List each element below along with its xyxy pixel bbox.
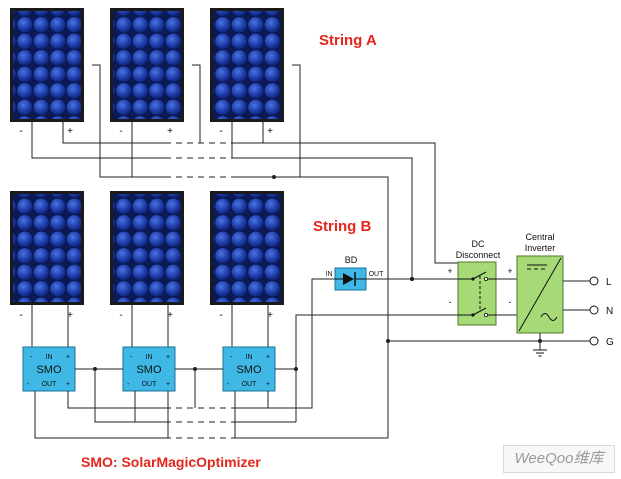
string-a-panels <box>10 8 284 122</box>
panel-b2-plus: + <box>167 310 173 321</box>
terminal-g <box>589 336 599 346</box>
svg-text:-: - <box>227 381 230 388</box>
panel-a1-plus: + <box>67 126 73 137</box>
smo-title: SMO <box>136 364 162 376</box>
smo-module-2: - IN + SMO - OUT + <box>122 346 176 392</box>
output-wiring <box>533 280 590 357</box>
svg-text:IN: IN <box>246 354 253 361</box>
svg-text:-: - <box>230 354 233 361</box>
terminal-l <box>589 276 599 286</box>
panel-to-smo-wires <box>31 305 269 347</box>
panel-a2-plus: + <box>167 126 173 137</box>
svg-text:+: + <box>166 354 170 361</box>
smo-title: SMO <box>236 364 262 376</box>
smo-title: SMO <box>36 364 62 376</box>
svg-text:OUT: OUT <box>142 381 158 388</box>
string-b-panels <box>10 191 284 305</box>
bd-in-label: IN <box>326 271 333 278</box>
svg-text:-: - <box>30 354 33 361</box>
svg-text:+: + <box>66 354 70 361</box>
blocking-diode <box>334 267 367 291</box>
panel-b1-plus: + <box>67 310 73 321</box>
panel-a2-minus: - <box>119 126 122 137</box>
terminal-g-label: G <box>606 337 614 348</box>
svg-text:-: - <box>27 381 30 388</box>
terminal-l-label: L <box>606 277 612 288</box>
terminal-n <box>589 305 599 315</box>
svg-text:OUT: OUT <box>242 381 258 388</box>
panel-a3-plus: + <box>267 126 273 137</box>
inverter-label-2: Inverter <box>525 243 556 253</box>
central-inverter <box>516 255 564 334</box>
watermark-logo: WeeQoo维库 <box>503 445 615 473</box>
svg-text:+: + <box>66 381 70 388</box>
svg-text:-: - <box>130 354 133 361</box>
dc-disconnect-label-1: DC <box>472 239 485 249</box>
solar-panel-a1 <box>10 8 84 122</box>
string-a-title: String A <box>319 32 377 49</box>
inv-in-minus: - <box>509 297 512 307</box>
bd-label: BD <box>345 255 358 265</box>
inv-in-plus: + <box>507 266 512 276</box>
panel-b3-plus: + <box>267 310 273 321</box>
solar-panel-b1 <box>10 191 84 305</box>
panel-a1-minus: - <box>19 126 22 137</box>
dc-in-minus: - <box>449 297 452 307</box>
svg-text:+: + <box>266 354 270 361</box>
dc-disconnect-label-2: Disconnect <box>456 250 501 260</box>
bd-out-label: OUT <box>369 271 385 278</box>
bus-wiring <box>295 277 590 438</box>
solar-panel-a2 <box>110 8 184 122</box>
inverter-label-1: Central <box>525 232 554 242</box>
solar-panel-b2 <box>110 191 184 305</box>
dc-disconnect <box>457 261 497 326</box>
smo-module-3: - IN + SMO - OUT + <box>222 346 276 392</box>
svg-text:IN: IN <box>146 354 153 361</box>
solar-panel-b3 <box>210 191 284 305</box>
panel-b1-minus: - <box>19 310 22 321</box>
terminal-n-label: N <box>606 306 613 317</box>
smo-module-1: - IN + SMO - OUT + <box>22 346 76 392</box>
svg-text:IN: IN <box>46 354 53 361</box>
svg-text:+: + <box>266 381 270 388</box>
string-b-wiring <box>34 278 388 439</box>
string-a-wiring <box>31 64 458 341</box>
svg-text:OUT: OUT <box>42 381 58 388</box>
panel-a3-minus: - <box>219 126 222 137</box>
dc-in-plus: + <box>447 266 452 276</box>
disconnect-to-inverter-wires <box>496 278 517 316</box>
panel-b2-minus: - <box>119 310 122 321</box>
string-b-title: String B <box>313 218 371 235</box>
solar-panel-a3 <box>210 8 284 122</box>
smo-footnote: SMO: SolarMagicOptimizer <box>81 454 261 470</box>
svg-text:-: - <box>127 381 130 388</box>
svg-text:+: + <box>166 381 170 388</box>
panel-b3-minus: - <box>219 310 222 321</box>
